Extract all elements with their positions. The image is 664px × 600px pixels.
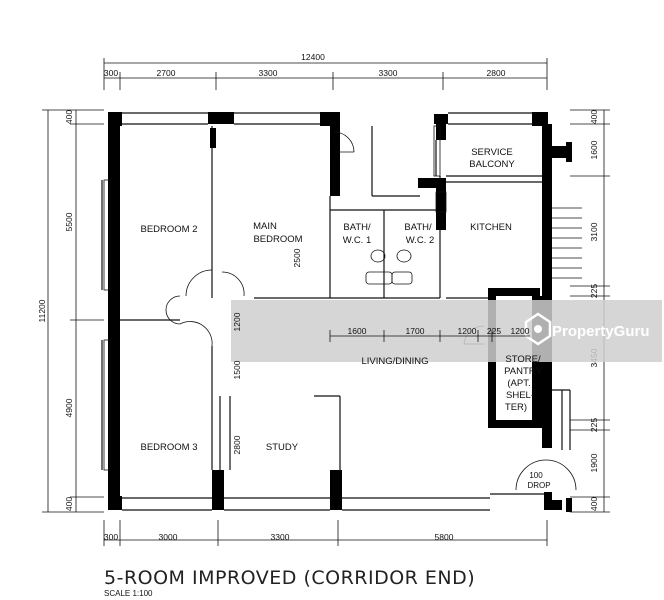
label-store-2: PANTRY <box>504 366 542 377</box>
dim-int-w5: 1200 <box>511 326 530 336</box>
dim-top-seg-4: 3300 <box>379 68 398 78</box>
dim-int-w4: 225 <box>487 326 501 336</box>
label-drop-value: 100 <box>529 471 543 480</box>
label-store-3: (APT. <box>507 378 530 389</box>
dim-right-seg-1: 400 <box>589 110 599 124</box>
label-bath-2a: BATH/ <box>404 222 432 233</box>
dim-int-w2: 1700 <box>406 326 425 336</box>
dim-top-seg-5: 2800 <box>487 68 506 78</box>
label-living-dining: LIVING/DINING <box>361 356 428 367</box>
label-study: STUDY <box>266 442 299 453</box>
dim-right-seg-2: 1600 <box>589 140 599 159</box>
room-labels: BEDROOM 2 MAIN BEDROOM BATH/ W.C. 1 BATH… <box>140 147 550 490</box>
dim-int-w3: 1200 <box>458 326 477 336</box>
dim-bottom-seg-3: 3300 <box>271 532 290 542</box>
label-main-bedroom-1: MAIN <box>253 221 277 232</box>
label-main-bedroom-2: BEDROOM <box>253 234 302 245</box>
dim-right-seg-3: 3100 <box>589 222 599 241</box>
watermark-band: PropertyGuru <box>231 300 662 362</box>
label-service-balcony-1: SERVICE <box>471 147 513 158</box>
dim-bottom-seg-1: 300 <box>104 532 118 542</box>
dim-right-seg-6: 225 <box>589 418 599 432</box>
watermark-text: PropertyGuru <box>552 323 650 340</box>
bottom-dimensions: 300 3000 3300 5800 <box>103 520 548 546</box>
dim-right-seg-7: 1900 <box>589 453 599 472</box>
label-bath-1a: BATH/ <box>343 222 371 233</box>
label-store-5: TER) <box>505 402 527 413</box>
label-bath-2b: W.C. 2 <box>406 235 435 246</box>
dim-top-overall: 12400 <box>301 52 325 62</box>
dim-right-seg-8: 400 <box>589 497 599 511</box>
dim-left-seg-3: 4900 <box>64 398 74 417</box>
dim-bottom-seg-4: 5800 <box>435 532 454 542</box>
label-store-4: SHEL- <box>506 390 534 401</box>
dim-right-seg-4: 225 <box>589 284 599 298</box>
outer-walls <box>101 112 582 512</box>
top-dimensions: 12400 300 2700 3300 3300 2800 <box>103 52 548 90</box>
dim-int-w1: 1600 <box>348 326 367 336</box>
dim-bath-height: 2500 <box>292 248 302 267</box>
label-bedroom-2: BEDROOM 2 <box>140 224 197 235</box>
dim-study-height: 2800 <box>232 435 242 454</box>
label-drop-text: DROP <box>527 481 550 490</box>
dim-bottom-seg-2: 3000 <box>159 532 178 542</box>
label-service-balcony-2: BALCONY <box>469 159 515 170</box>
interior-dimensions: 1600 1700 1200 225 1200 2500 1200 1500 2… <box>232 248 530 454</box>
label-store-1: STORE/ <box>505 354 541 365</box>
dim-corridor-height: 1200 <box>232 312 242 331</box>
plan-scale: SCALE 1:100 <box>104 589 153 598</box>
dim-left-seg-2: 5500 <box>64 212 74 231</box>
left-dimensions: 11200 400 5500 4900 400 <box>37 109 104 513</box>
dim-top-seg-3: 3300 <box>259 68 278 78</box>
label-kitchen: KITCHEN <box>470 222 512 233</box>
label-bath-1b: W.C. 1 <box>343 235 372 246</box>
dim-study-top: 1500 <box>232 360 242 379</box>
dim-top-seg-2: 2700 <box>157 68 176 78</box>
dim-left-overall: 11200 <box>37 299 47 322</box>
dim-left-seg-4: 400 <box>64 497 74 511</box>
plan-title: 5-ROOM IMPROVED (CORRIDOR END) <box>104 567 475 589</box>
dim-left-seg-1: 400 <box>64 110 74 124</box>
label-bedroom-3: BEDROOM 3 <box>140 442 197 453</box>
dim-top-seg-1: 300 <box>104 68 118 78</box>
